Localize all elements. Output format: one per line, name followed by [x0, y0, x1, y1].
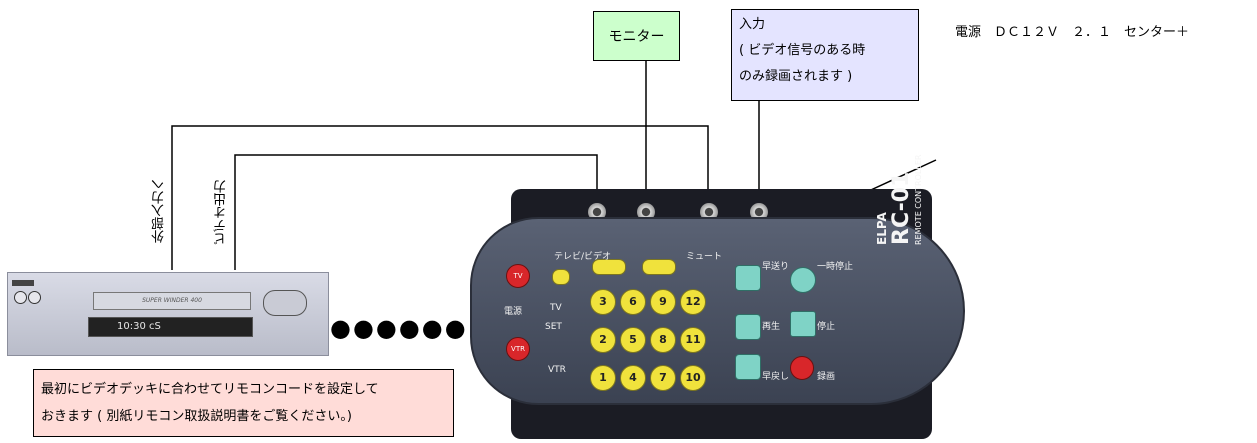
play-label: 再生 — [762, 322, 781, 332]
key-2: 2 — [590, 327, 616, 353]
ff-button — [735, 265, 761, 291]
setup-note-line2: おきます ( 別紙リモコン取扱説明書をご覧ください。) — [41, 409, 352, 424]
key-5: 5 — [620, 327, 646, 353]
jack-input — [750, 203, 768, 221]
vcr-tape-slot: SUPER WINDER 400 — [93, 292, 251, 310]
pause-button — [790, 267, 816, 293]
play-button — [735, 314, 761, 340]
monitor-label-box: モニター — [593, 11, 680, 61]
key-11: 11 — [680, 327, 706, 353]
channel-pill-2 — [642, 259, 676, 275]
vcr-logo — [12, 280, 34, 286]
video-output-label: ビデオ出力 — [214, 180, 229, 245]
key-7: 7 — [650, 365, 676, 391]
key-1: 1 — [590, 365, 616, 391]
remote-subtitle: REMOTE CONTROLLER — [914, 154, 923, 245]
pause-label: 一時停止 — [817, 262, 854, 272]
input-label-box: 入力 ( ビデオ信号のある時 のみ録画されます ) — [731, 9, 919, 101]
continuation-dots: ●●●●●● — [330, 314, 468, 342]
key-6: 6 — [620, 289, 646, 315]
remote-controller: TV VTR 電源 SET TV VTR 3 6 9 12 2 5 8 11 1… — [470, 217, 965, 405]
vtr-pill — [552, 269, 570, 285]
key-8: 8 — [650, 327, 676, 353]
setup-note-box: 最初にビデオデッキに合わせてリモコンコードを設定して おきます ( 別紙リモコン… — [33, 369, 454, 437]
vcr-display: 10:30 cS — [88, 317, 253, 337]
setup-note-line1: 最初にビデオデッキに合わせてリモコンコードを設定して — [41, 382, 379, 397]
rec-button — [790, 356, 814, 380]
input-label-line1: 入力 — [739, 17, 766, 32]
channel-pill-1 — [592, 259, 626, 275]
key-3: 3 — [590, 289, 616, 315]
input-label-line3: のみ録画されます ) — [739, 69, 853, 84]
wire-external-input — [171, 125, 709, 270]
external-input-label: 外部入力へ — [152, 178, 167, 243]
stop-label: 停止 — [817, 322, 836, 332]
tv-video-label: テレビ/ビデオ — [554, 252, 612, 262]
rew-button — [735, 354, 761, 380]
brand-name: ELPA — [875, 212, 889, 245]
rec-label: 録画 — [817, 372, 836, 382]
stop-button — [790, 311, 816, 337]
tv-power-button: TV — [506, 264, 530, 288]
power-label: 電源 — [504, 307, 523, 317]
rew-label: 早戻し — [762, 372, 790, 382]
power-spec-label: 電源 ＤＣ１２Ｖ ２．１ センター＋ — [955, 25, 1190, 40]
jack-video-out — [588, 203, 606, 221]
key-4: 4 — [620, 365, 646, 391]
key-10: 10 — [680, 365, 706, 391]
model-name: RC-01 — [889, 171, 914, 245]
monitor-label: モニター — [608, 29, 665, 45]
jack-monitor — [637, 203, 655, 221]
vcr-knob-left — [14, 291, 27, 304]
mute-label: ミュート — [686, 252, 723, 262]
vcr-knob-right — [28, 291, 41, 304]
vcr-control-pad — [263, 290, 307, 316]
ff-label: 早送り — [762, 262, 790, 272]
key-12: 12 — [680, 289, 706, 315]
vtr-label: VTR — [548, 365, 566, 375]
vtr-power-button: VTR — [506, 337, 530, 361]
tv-label: TV — [550, 303, 562, 313]
video-deck: SUPER WINDER 400 10:30 cS — [7, 272, 329, 356]
key-9: 9 — [650, 289, 676, 315]
remote-brand: ELPA RC-01 REMOTE CONTROLLER — [875, 155, 923, 245]
input-label-line2: ( ビデオ信号のある時 — [739, 43, 866, 58]
set-label: SET — [545, 322, 562, 332]
jack-external — [700, 203, 718, 221]
wire-video-output — [234, 154, 598, 270]
